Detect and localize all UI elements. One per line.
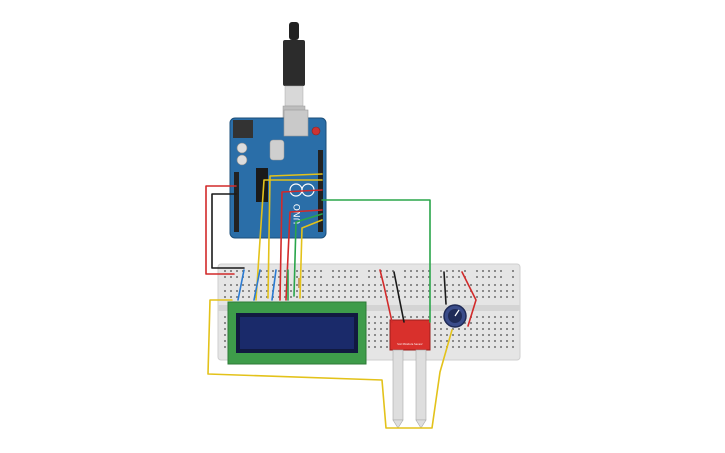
sensor-label: Soil Moisture Sensor bbox=[397, 342, 423, 346]
wire-black-sensor bbox=[393, 271, 405, 323]
wire-red-5v bbox=[205, 185, 237, 275]
wire-yellow-d12 bbox=[255, 179, 323, 301]
wire-black-gnd bbox=[211, 193, 245, 269]
lcd-display[interactable] bbox=[227, 301, 367, 365]
wire-blue-1 bbox=[237, 269, 245, 301]
wire-yellow-lcd bbox=[207, 299, 453, 429]
wire-yellow-d2 bbox=[299, 219, 323, 299]
wires bbox=[205, 173, 477, 429]
resistor bbox=[298, 278, 301, 288]
usb-cable bbox=[282, 22, 306, 121]
wire-red-sensor bbox=[379, 269, 393, 323]
board-label: UNO bbox=[293, 204, 303, 224]
wire-red-pot bbox=[461, 271, 477, 327]
wire-black-pot bbox=[443, 271, 447, 305]
soil-moisture-sensor[interactable]: Soil Moisture Sensor bbox=[389, 319, 431, 429]
wire-green-analog bbox=[321, 199, 431, 323]
wire-red-d5 bbox=[279, 189, 323, 301]
potentiometer[interactable] bbox=[443, 304, 467, 328]
wire-green-d3 bbox=[293, 213, 323, 297]
wire-blue-2 bbox=[253, 269, 261, 301]
wire-blue-3 bbox=[271, 269, 277, 301]
arduino-board[interactable]: UNO bbox=[229, 109, 327, 239]
wire-yellow-d11 bbox=[267, 173, 323, 299]
